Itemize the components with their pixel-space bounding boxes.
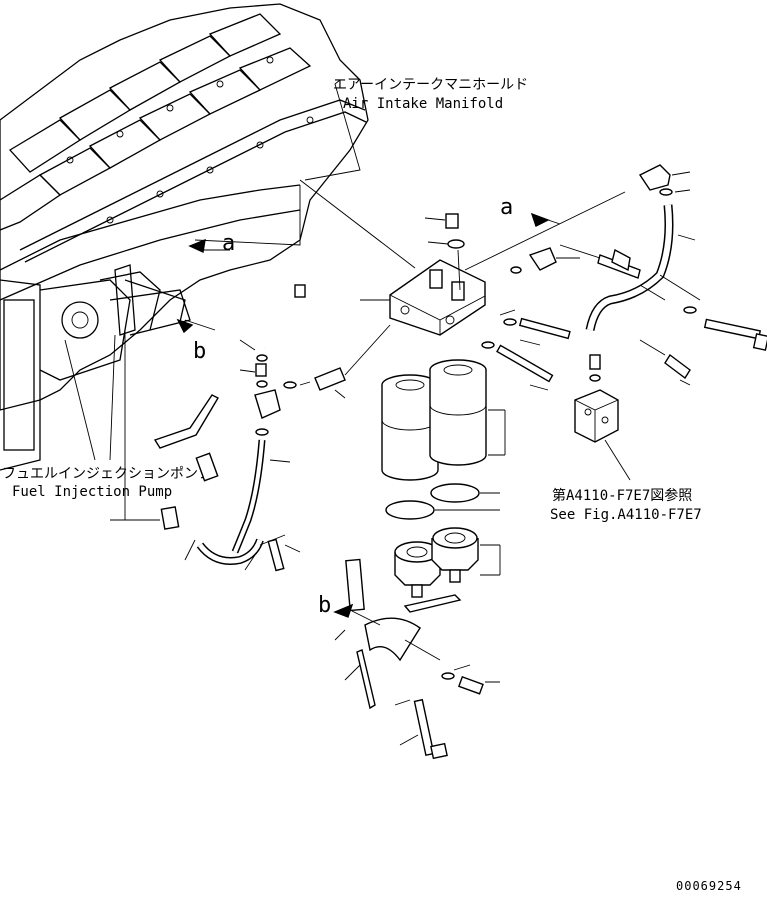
air-intake-manifold-label-jp: エアーインテークマニホールド [333,77,528,93]
o-ring-left [385,500,435,520]
right-connector-valve [574,354,631,481]
right-inlet-fitting [510,247,580,274]
o-ring-right [430,483,480,503]
water-separator-bowl-right [431,527,479,583]
fuel-pipe-right [585,204,696,331]
see-figure-callout: 第A4110-F7E7図参照 See Fig.A4110-F7E7 [550,487,702,523]
right-bolts [639,306,767,386]
fuel-hose-upper [262,284,306,349]
marker-letter-b-engine: b [193,339,206,364]
see-fig-label-jp: 第A4110-F7E7図参照 [552,487,692,504]
filter-leader [488,409,506,456]
fuel-hose-lower [231,439,291,554]
fuel-injection-pump-callout: フュエルインジェクションポンプ Fuel Injection Pump [2,466,212,500]
fuel-injection-pump-label-en: Fuel Injection Pump [12,484,172,500]
fuel-injection-pump-label-jp: フュエルインジェクションポンプ [2,466,212,482]
center-fittings [283,309,571,399]
arrow-marker-a-right: a [500,195,561,227]
left-leader-lines [125,519,286,571]
elbow-fitting-top [638,164,691,196]
air-intake-manifold-callout: エアーインテークマニホールド Air Intake Manifold [304,77,528,181]
arrow-marker-a-engine: a [188,231,235,256]
marker-letter-a-right: a [500,195,513,220]
arrow-marker-b-lower: b [318,593,381,626]
marker-letter-b-lower: b [318,593,331,618]
fuel-filter-head [299,179,626,336]
arrow-marker-b-engine: b [176,318,206,364]
drawing-number: 00069254 [676,879,742,893]
support-bracket-left [153,394,301,572]
fuel-filter-cartridge-right [429,359,487,466]
drain-bolt-parts [394,664,500,760]
drain-tube-assembly [334,558,462,710]
marker-letter-a-engine: a [222,231,235,256]
air-intake-manifold-label-en: Air Intake Manifold [343,96,503,112]
water-separator-bowl-left [394,541,441,598]
right-clamp [559,244,701,301]
see-fig-label-en: See Fig.A4110-F7E7 [550,507,702,523]
engine-block [0,3,369,521]
bent-pipe-left [196,538,264,565]
fuel-filter-cartridge-left [381,374,439,481]
fittings-left [239,339,281,436]
top-plug-parts [424,213,465,291]
